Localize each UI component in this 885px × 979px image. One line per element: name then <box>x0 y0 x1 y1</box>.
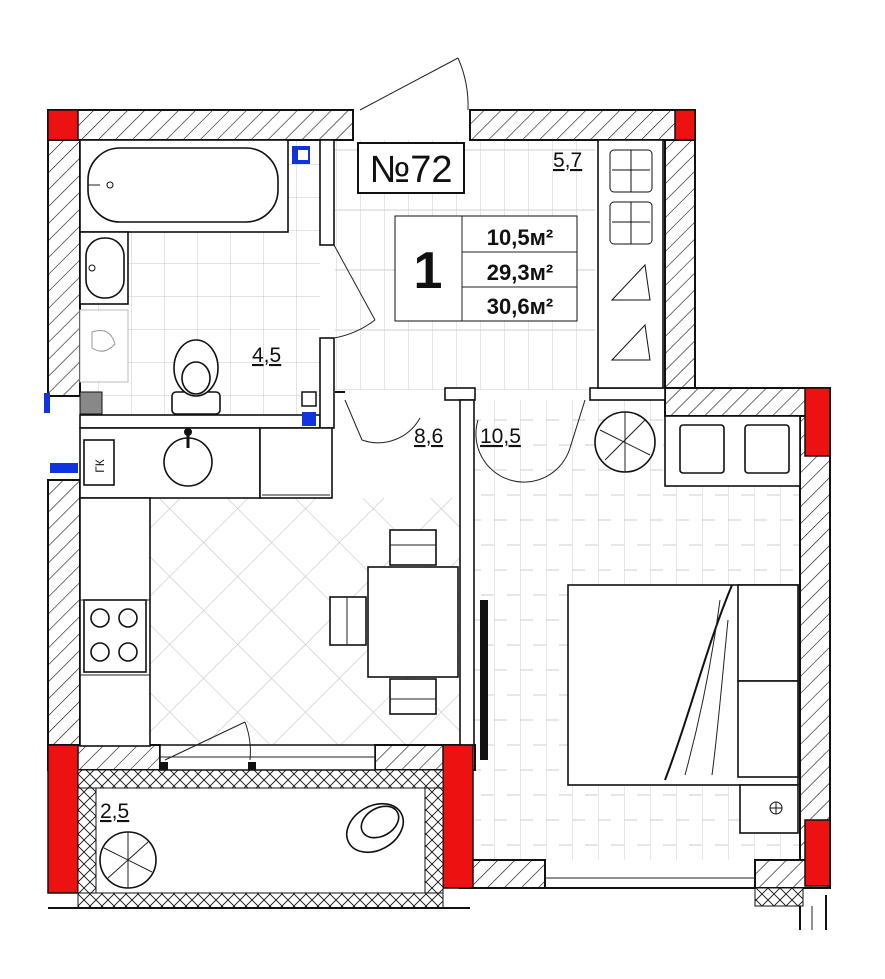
room-count: 1 <box>414 242 443 300</box>
bedroom-door[interactable] <box>475 399 586 483</box>
bedroom-wardrobe <box>664 415 801 487</box>
bathroom-door[interactable] <box>333 244 376 339</box>
washing-machine <box>79 309 129 383</box>
balcony-walls <box>48 769 827 930</box>
apartment-label: №72 <box>369 149 452 191</box>
balcony-chair <box>345 802 405 854</box>
shaft <box>298 150 308 160</box>
gas-riser-label: ГК <box>93 459 107 473</box>
kitchen-door[interactable] <box>335 391 421 444</box>
apartment-label-box <box>357 142 465 194</box>
balcony-door[interactable] <box>159 721 376 771</box>
stove <box>83 599 147 673</box>
dining-set <box>329 529 459 715</box>
living-area: 10,5м² <box>487 225 553 250</box>
washbasin <box>79 231 129 305</box>
bathtub <box>79 139 289 233</box>
kitchen-area: 8,6 <box>414 425 443 448</box>
toilet <box>171 339 221 415</box>
bed <box>567 584 799 786</box>
bedroom-area: 10,5 <box>480 425 521 448</box>
vent-box <box>79 391 103 415</box>
plant-bedroom <box>594 411 656 473</box>
area-box <box>394 215 578 322</box>
hall-wardrobe <box>597 139 664 389</box>
plant-balcony <box>99 831 157 889</box>
kitchen-sink <box>163 428 213 487</box>
total-area: 30,6м² <box>487 294 553 319</box>
vent-box-2 <box>301 391 317 407</box>
tv-panel <box>480 600 488 760</box>
nightstand <box>739 784 799 834</box>
entrance-door[interactable] <box>352 57 471 140</box>
bathroom-area: 4,5 <box>252 344 281 367</box>
balcony-area: 2,5 <box>100 800 129 823</box>
hall-area: 5,7 <box>553 149 582 172</box>
total-living-area: 29,3м² <box>487 260 553 285</box>
structural-columns <box>47 109 831 894</box>
kitchen-counter <box>79 427 333 747</box>
